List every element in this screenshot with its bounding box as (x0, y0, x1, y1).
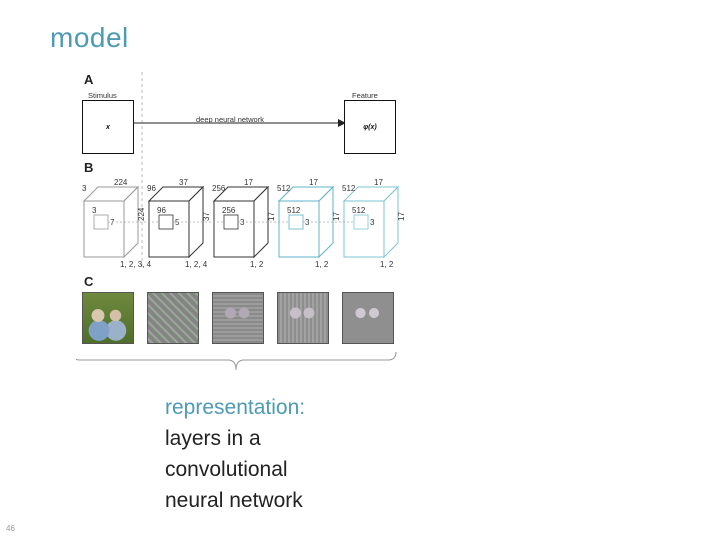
layer-2-visualization (212, 292, 264, 344)
caption-line-1: representation: (165, 396, 306, 419)
panel-a-letter: A (84, 72, 94, 87)
output-symbol: φ(x) (363, 123, 377, 131)
page-number: 46 (6, 524, 15, 533)
feature-box: φ(x) (344, 100, 396, 154)
layer-1-depth-label: 3 (82, 184, 87, 193)
layer-3-inner-label: 256 (222, 206, 236, 215)
layer-4-kernel-label: 3 (305, 218, 310, 227)
layer-4-height-label: 17 (332, 212, 341, 221)
layer-3-kernel-label: 3 (240, 218, 245, 227)
caption-line-3: convolutional (165, 458, 288, 481)
layer-5-filter (353, 214, 369, 230)
stimulus-label: Stimulus (88, 91, 117, 100)
layer-1-kernel-label: 7 (110, 218, 115, 227)
feature-label: Feature (352, 91, 378, 100)
arrow-label: deep neural network (196, 115, 264, 124)
stimulus-photo (82, 292, 134, 344)
layer-3-width-label: 17 (244, 178, 253, 187)
layer-2-kernel-label: 5 (175, 218, 180, 227)
layer-2-bottom-label: 1, 2, 4 (185, 260, 208, 269)
bracket (76, 352, 397, 371)
layer-4-depth-label: 512 (277, 184, 291, 193)
stimulus-box: x (82, 100, 134, 154)
layer-5-kernel-label: 3 (370, 218, 375, 227)
layer-5-width-label: 17 (374, 178, 383, 187)
layer-3-depth-label: 256 (212, 184, 226, 193)
panel-c-letter: C (84, 274, 94, 289)
layer-4-bottom-label: 1, 2 (315, 260, 329, 269)
layer-3-height-label: 17 (267, 212, 276, 221)
cnn-figure: A Stimulus Feature x deep neural network… (76, 64, 406, 384)
layer-4-visualization (342, 292, 394, 344)
layer-2-depth-label: 96 (147, 184, 156, 193)
layer-5-depth-label: 512 (342, 184, 356, 193)
layer-3-bottom-label: 1, 2 (250, 260, 264, 269)
caption-line-2: layers in a (165, 427, 261, 450)
layer-4-width-label: 17 (309, 178, 318, 187)
layer-1-height-label: 224 (137, 207, 146, 221)
figure-lines (132, 72, 346, 269)
layer-2-width-label: 37 (179, 178, 188, 187)
layer-2-inner-label: 96 (157, 206, 166, 215)
layer-1-bottom-label: 1, 2, 3, 4 (120, 260, 152, 269)
input-symbol: x (106, 123, 110, 131)
layer-1-inner-label: 3 (92, 206, 97, 215)
layer-1-visualization (147, 292, 199, 344)
layer-5-height-label: 17 (397, 212, 406, 221)
layer-3-visualization (277, 292, 329, 344)
caption: representation: layers in a convolutiona… (165, 392, 305, 516)
panel-b-letter: B (84, 160, 94, 175)
layer-5-inner-label: 512 (352, 206, 366, 215)
layer-5-bottom-label: 1, 2 (380, 260, 394, 269)
layer-1-width-label: 224 (114, 178, 128, 187)
caption-line-4: neural network (165, 489, 303, 512)
slide-title: model (50, 22, 129, 53)
layer-2-height-label: 37 (202, 212, 211, 221)
layer-4-inner-label: 512 (287, 206, 301, 215)
